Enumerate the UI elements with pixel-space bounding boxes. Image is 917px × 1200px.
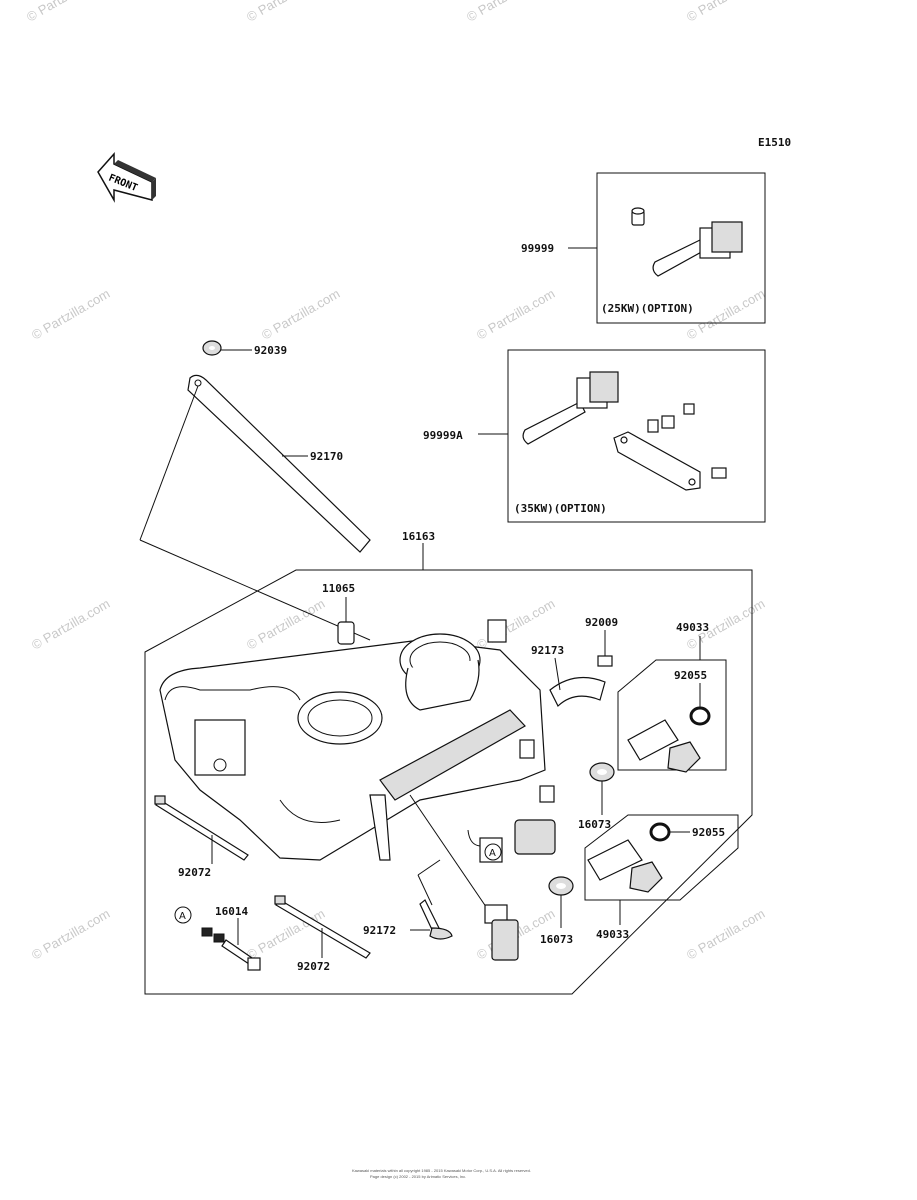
watermark: © Partzilla.com xyxy=(244,0,327,25)
callout-92172: 92172 xyxy=(363,924,396,937)
watermark: © Partzilla.com xyxy=(244,906,327,963)
cap-11065-icon xyxy=(337,621,355,645)
watermark: © Partzilla.com xyxy=(29,596,112,653)
watermark: © Partzilla.com xyxy=(29,286,112,343)
watermark: © Partzilla.com xyxy=(464,0,547,25)
screw-92009-icon xyxy=(597,655,613,667)
watermark: © Partzilla.com xyxy=(684,0,767,25)
ref-marker-label: A xyxy=(489,848,496,859)
seal-16073-icon xyxy=(548,876,574,896)
watermark: © Partzilla.com xyxy=(259,286,342,343)
callout-92072-bot: 92072 xyxy=(297,960,330,973)
callout-16073-bot: 16073 xyxy=(540,933,573,946)
adjuster-assembly-icon xyxy=(652,221,743,277)
callout-99999a: 99999A xyxy=(423,429,463,442)
watermark: © Partzilla.com xyxy=(474,286,557,343)
watermark: © Partzilla.com xyxy=(684,286,767,343)
cable-tie-92072-icon xyxy=(274,895,371,959)
callout-92173: 92173 xyxy=(531,644,564,657)
adjuster-assembly-icon xyxy=(522,371,619,445)
cable-tie-92072-icon xyxy=(154,795,249,861)
option-label-35kw: (35KW)(OPTION) xyxy=(514,502,607,515)
copyright-line-2: Page design (c) 2002 - 2015 by Arimatic … xyxy=(370,1174,466,1179)
callout-99999: 99999 xyxy=(521,242,554,255)
ref-marker-a: A xyxy=(174,906,192,924)
option-label-25kw: (25KW)(OPTION) xyxy=(601,302,694,315)
o-ring-92055-icon xyxy=(649,822,671,842)
callout-16073-top: 16073 xyxy=(578,818,611,831)
callout-49033-top: 49033 xyxy=(676,621,709,634)
callout-49033-bot: 49033 xyxy=(596,928,629,941)
callout-92055-mid: 92055 xyxy=(692,826,725,839)
watermark: © Partzilla.com xyxy=(244,596,327,653)
watermarks: © Partzilla.com © Partzilla.com © Partzi… xyxy=(24,0,767,963)
callout-16163: 16163 xyxy=(402,530,435,543)
injector-49033-icon xyxy=(627,719,701,773)
bracket-plate-icon xyxy=(613,431,701,491)
front-arrow-icon: FRONT xyxy=(97,152,156,203)
callout-11065: 11065 xyxy=(322,582,355,595)
watermark: © Partzilla.com xyxy=(684,906,767,963)
callout-92009: 92009 xyxy=(585,616,618,629)
watermark: © Partzilla.com xyxy=(24,0,107,25)
callout-16014: 16014 xyxy=(215,905,248,918)
throttle-body-icon xyxy=(159,619,556,961)
screw-92172-icon xyxy=(419,899,453,940)
copyright-line-1: Kawasaki materials within all copyright … xyxy=(352,1168,531,1173)
ref-marker-a: A xyxy=(484,843,502,861)
seal-16073-icon xyxy=(589,762,615,782)
option-box-25kw: (25KW)(OPTION) xyxy=(596,172,766,324)
screw-16014-icon xyxy=(201,927,261,971)
callout-92055-top: 92055 xyxy=(674,669,707,682)
callout-92170: 92170 xyxy=(310,450,343,463)
assembly-frame xyxy=(144,569,753,995)
clamp-92173-icon xyxy=(549,676,606,707)
injector-49033-icon xyxy=(587,839,663,893)
o-ring-92055-icon xyxy=(689,706,711,726)
strap-92170-icon xyxy=(187,374,371,553)
callout-92039: 92039 xyxy=(254,344,287,357)
watermark: © Partzilla.com xyxy=(29,906,112,963)
ref-marker-label: A xyxy=(179,911,186,922)
option-box-35kw: (35KW)(OPTION) xyxy=(507,349,766,523)
callout-92072-left: 92072 xyxy=(178,866,211,879)
grommet-92039-icon xyxy=(202,340,222,356)
bolt-icon xyxy=(647,403,727,479)
diagram-code: E1510 xyxy=(758,136,791,149)
idle-adjust-screw-icon xyxy=(631,207,645,226)
